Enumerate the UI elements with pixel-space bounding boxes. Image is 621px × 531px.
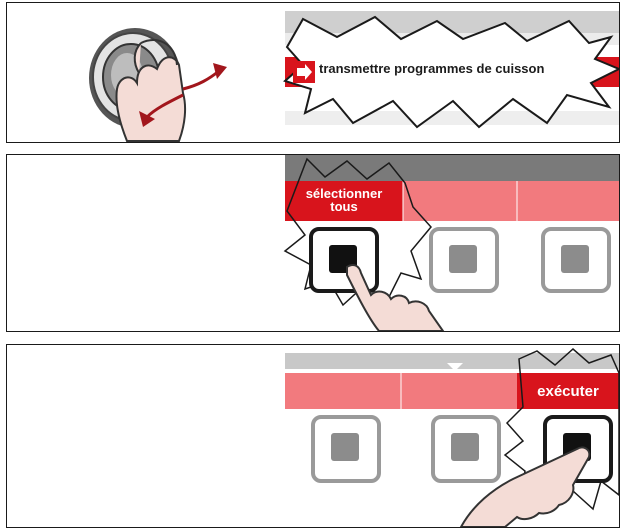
- step-2-panel: sélectionner tous: [6, 154, 620, 332]
- softkey-label-line2: tous: [285, 200, 403, 213]
- step-3-illustration: [7, 345, 619, 527]
- softkey-execute[interactable]: exécuter: [517, 383, 619, 400]
- arrow-right-icon: [293, 61, 315, 83]
- button-square-icon[interactable]: [313, 417, 379, 481]
- hand-pointer-icon: [347, 265, 443, 331]
- step-2-illustration: [7, 155, 619, 331]
- step-3-panel: exécuter: [6, 344, 620, 528]
- step-1-panel: transmettre programmes de cuisson: [6, 2, 620, 143]
- button-square-icon[interactable]: [433, 417, 499, 481]
- button-square-icon[interactable]: [543, 229, 609, 291]
- button-square-icon[interactable]: [311, 229, 377, 291]
- button-square-icon[interactable]: [431, 229, 497, 291]
- menu-item-label[interactable]: transmettre programmes de cuisson: [319, 61, 544, 76]
- softkey-select-all[interactable]: sélectionner tous: [285, 187, 403, 213]
